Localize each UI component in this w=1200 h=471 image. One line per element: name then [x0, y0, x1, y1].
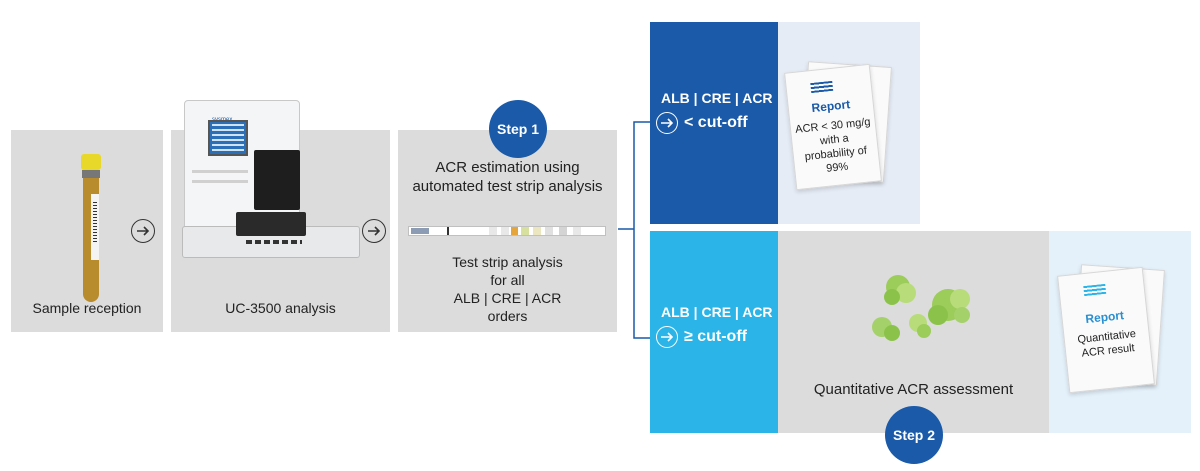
high-branch-panel: ALB | CRE | ACR ≥ cut-off: [650, 231, 778, 433]
step1-desc-line2: for all: [490, 272, 525, 288]
test-strip-icon: [408, 226, 606, 236]
low-report-panel: Report ACR < 30 mg/g with a probability …: [778, 22, 920, 224]
arrow-right-icon: [362, 219, 386, 243]
menu-icon: [1083, 283, 1107, 297]
low-report-title: Report: [810, 97, 851, 116]
step2-badge: Step 2: [885, 406, 943, 464]
arrow-right-icon: [131, 219, 155, 243]
cell-cluster-icon: [872, 275, 970, 341]
step1-title-line1: ACR estimation using: [435, 159, 580, 176]
step1-desc-line4: orders: [487, 308, 528, 324]
high-branch-params: ALB | CRE | ACR: [661, 304, 773, 320]
step1-panel: ACR estimation using automated test stri…: [398, 130, 617, 332]
analyzer-machine-icon: sysmex: [182, 100, 362, 270]
sample-tube-icon: [79, 154, 103, 302]
arrow-right-icon: [656, 326, 678, 348]
report-document: Report ACR < 30 mg/g with a probability …: [784, 61, 892, 191]
branch-connector: [618, 121, 650, 339]
analyzer-label: UC-3500 analysis: [225, 300, 336, 316]
step1-desc-line1: Test strip analysis: [452, 254, 563, 270]
sample-label: Sample reception: [32, 300, 142, 316]
arrow-right-icon: [656, 112, 678, 134]
low-branch-params: ALB | CRE | ACR: [661, 90, 773, 106]
high-report-panel: Report Quantitative ACR result: [1049, 231, 1191, 433]
assessment-label: Quantitative ACR assessment: [813, 381, 1014, 398]
step1-badge: Step 1: [489, 100, 547, 158]
high-branch-condition: ≥ cut-off: [684, 328, 747, 345]
high-report-title: Report: [1084, 308, 1125, 327]
step1-title-line2: automated test strip analysis: [412, 178, 603, 195]
step1-desc-line3: ALB | CRE | ACR: [453, 290, 562, 306]
menu-icon: [810, 80, 834, 94]
low-branch-panel: ALB | CRE | ACR < cut-off: [650, 22, 778, 224]
low-branch-condition: < cut-off: [684, 114, 748, 131]
report-document: Report Quantitative ACR result: [1057, 264, 1165, 394]
assessment-panel: Quantitative ACR assessment: [778, 231, 1049, 433]
